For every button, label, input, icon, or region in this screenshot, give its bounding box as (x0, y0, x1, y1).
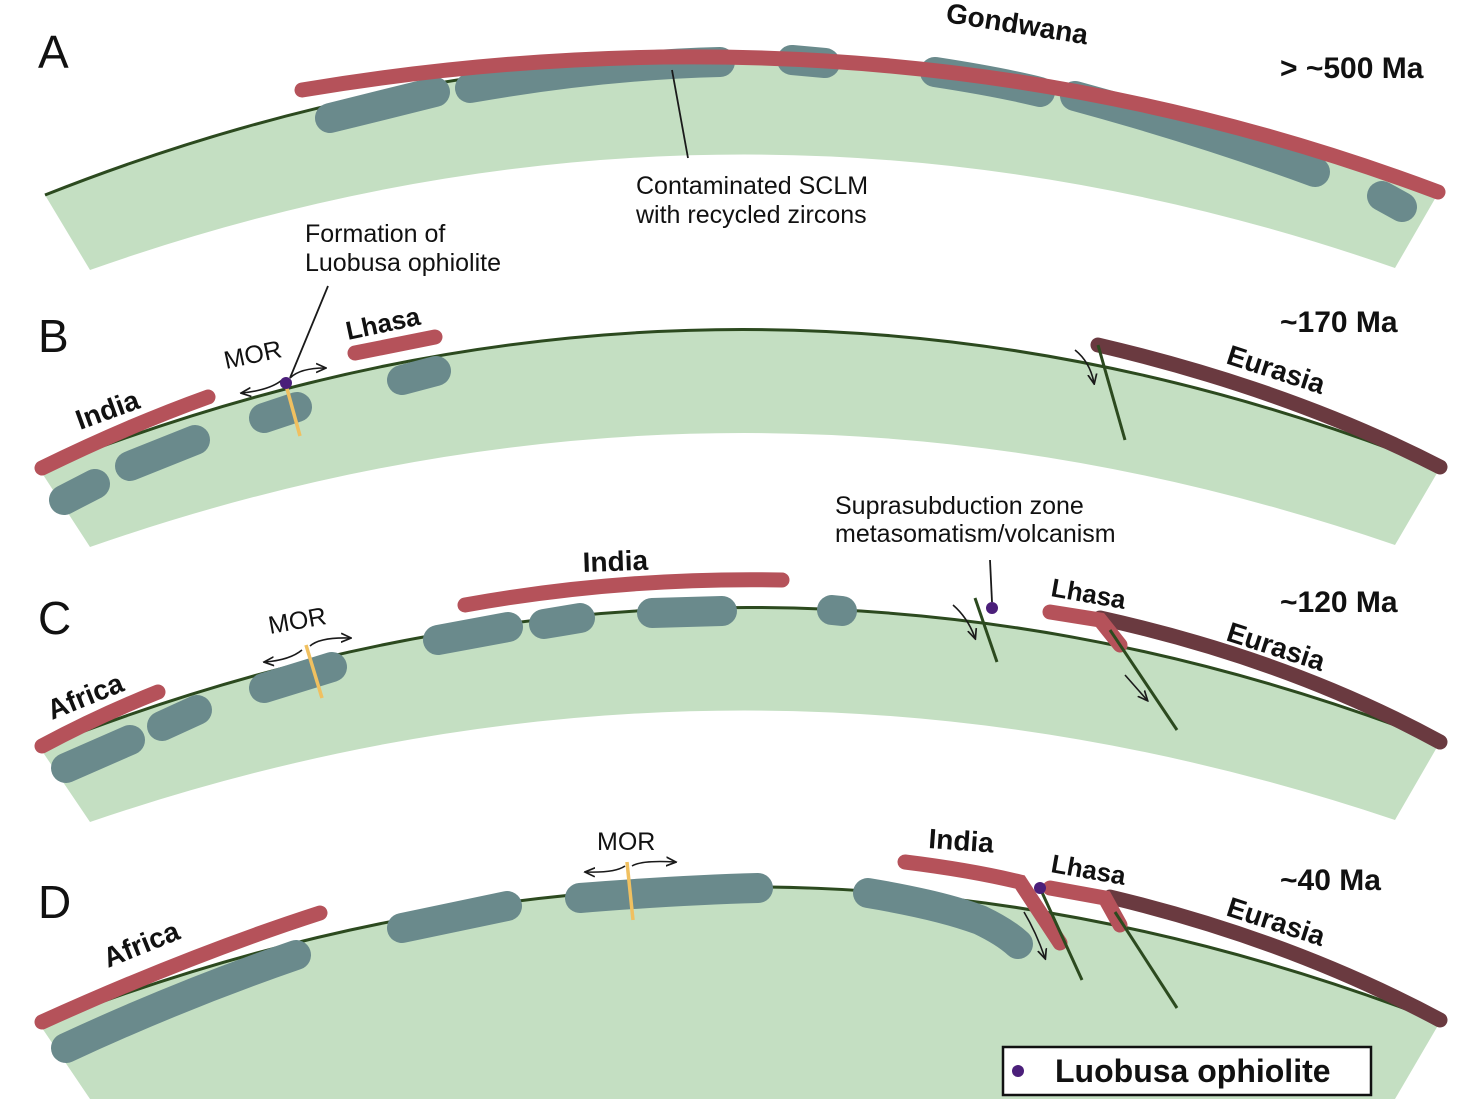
panel-d-lhasa-crust (1042, 880, 1128, 933)
legend-ophiolite-symbol (1012, 1065, 1024, 1077)
panel-d-sclm-blocks (51, 873, 1033, 1063)
panel-a-age: > ~500 Ma (1280, 52, 1424, 85)
panel-c-subduction-arrow-east (1124, 674, 1147, 700)
panel-d-eurasia-crust (1102, 889, 1448, 1028)
panel-b-ophiolite-marker (280, 377, 292, 389)
panel-b-subduction-arrow (1074, 349, 1094, 383)
panel-d-subduction-fault-east (1113, 911, 1179, 1009)
panel-d-letter: D (38, 876, 71, 928)
panel-b-ridge-dike (284, 384, 302, 437)
panel-d-spreading-arrow-right (631, 862, 675, 867)
panel-a-mantle-band (45, 56, 1440, 270)
panel-d-africa-crust (34, 905, 328, 1030)
panel-d-plate-india: India (928, 823, 996, 859)
panel-b-eurasia-crust (1090, 337, 1448, 475)
panel-b-surface-line (39, 328, 1441, 472)
panel-c-subduction-arrow-west (952, 604, 975, 638)
panel-d-age: ~40 Ma (1280, 864, 1381, 897)
panel-d-subduction-fault-west (1038, 887, 1084, 981)
panel-d-spreading-arrow-left (586, 865, 626, 872)
panel-d-mor-label: MOR (597, 828, 655, 856)
panel-c: C ~120 Ma Africa India Lhasa Eurasia MOR… (34, 492, 1448, 822)
panel-b-subduction-fault (1096, 344, 1127, 441)
panel-a-plate-gondwana: Gondwana (944, 0, 1091, 50)
panel-b-mor-label: MOR (221, 335, 284, 375)
panel-d-india-crust (897, 854, 1068, 951)
panel-d-ridge-dike (625, 861, 635, 921)
panel-c-spreading-arrow-left (265, 649, 303, 662)
panel-c-ophiolite-marker (986, 602, 998, 614)
panel-b-lhasa-crust (347, 329, 443, 361)
panel-d-subduction-arrow (1023, 911, 1045, 958)
panel-c-note: Suprasubduction zone metasomatism/volcan… (835, 492, 1116, 548)
panel-b-letter: B (38, 310, 69, 362)
panel-a-note: Contaminated SCLM with recycled zircons (635, 172, 875, 229)
panel-b: B ~170 Ma India Lhasa Eurasia MOR Format… (34, 220, 1448, 547)
panel-c-age: ~120 Ma (1280, 586, 1398, 619)
legend: Luobusa ophiolite (1001, 1045, 1373, 1097)
panel-b-india-crust (34, 389, 216, 476)
panel-d-ophiolite-marker (1034, 882, 1046, 894)
legend-box (1001, 1045, 1373, 1097)
panel-b-spreading-arrow-left (242, 379, 283, 393)
panel-c-ridge-dike (304, 644, 324, 699)
panel-c-mantle-band (40, 607, 1440, 822)
panel-c-letter: C (38, 592, 71, 644)
panel-c-subduction-fault-west (973, 597, 999, 663)
panel-a-gondwana-crust (294, 49, 1446, 200)
panel-c-subduction-fault-east (1108, 629, 1179, 731)
panel-c-eurasia-crust (1092, 610, 1448, 750)
panel-c-note-leader (989, 559, 993, 603)
panel-b-note: Formation of Luobusa ophiolite (305, 220, 501, 277)
panel-a-letter: A (38, 26, 69, 78)
panel-c-surface-line (39, 606, 1441, 750)
panel-a-note-leader (671, 69, 689, 159)
panel-a: A > ~500 Ma Gondwana Contaminated SCLM w… (38, 0, 1446, 270)
panel-c-africa-crust (34, 684, 166, 754)
panel-c-sclm-blocks (51, 595, 857, 783)
panel-c-spreading-arrow-right (309, 638, 350, 647)
panel-b-age: ~170 Ma (1280, 306, 1398, 339)
panel-b-spreading-arrow-right (289, 368, 325, 379)
panel-c-plate-india: India (582, 545, 649, 578)
legend-label: Luobusa ophiolite (1055, 1053, 1331, 1089)
panel-c-india-crust (457, 572, 790, 613)
panel-c-mor-label: MOR (266, 602, 328, 640)
panel-b-note-leader (289, 285, 329, 379)
